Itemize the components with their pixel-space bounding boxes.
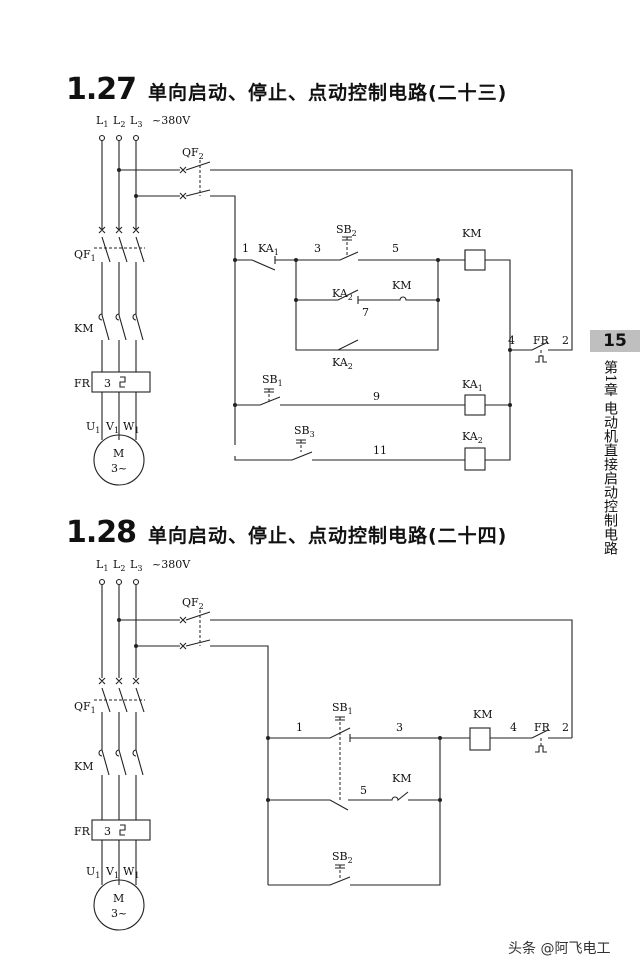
watermark: 头条 @阿飞电工: [508, 941, 611, 957]
section-2-number: 1.28: [66, 515, 137, 550]
svg-text:QF1: QF1: [74, 248, 96, 263]
svg-text:9: 9: [373, 390, 380, 403]
control-circuit-1: 1 KA1 3 SB2 5 KM KA2 7 KM: [233, 223, 573, 471]
terminal-l3: [132, 134, 140, 142]
svg-text:KM: KM: [392, 772, 411, 785]
control-feed-lines: [119, 169, 180, 197]
svg-text:3: 3: [314, 242, 321, 255]
diagram-1-27: L1 L2 L3 ~380V QF2 QF1: [74, 114, 573, 486]
svg-text:L1: L1: [96, 558, 108, 573]
svg-text:4: 4: [508, 334, 515, 347]
km-main-contacts-2: KM: [74, 749, 144, 820]
svg-text:M: M: [113, 447, 124, 460]
svg-text:FR: FR: [533, 334, 550, 347]
svg-text:QF2: QF2: [182, 596, 204, 611]
svg-text:5: 5: [392, 242, 399, 255]
svg-text:SB3: SB3: [294, 424, 315, 439]
control-circuit-2: 1 SB1 3 KM 4 FR 2 5 KM SB2: [266, 701, 572, 886]
svg-text:L1: L1: [96, 114, 108, 129]
motor-1: U1 V1 W1 M 3~: [86, 420, 145, 486]
svg-text:FR: FR: [74, 825, 91, 838]
svg-text:SB1: SB1: [262, 373, 283, 388]
km-main-contacts-1: KM: [74, 313, 144, 372]
motor-2: U1 V1 W1 M 3~: [86, 865, 145, 931]
svg-text:V1: V1: [105, 865, 119, 880]
svg-text:KM: KM: [74, 322, 93, 335]
terminal-l1: [98, 134, 106, 142]
svg-text:KA1: KA1: [258, 242, 279, 257]
section-2-title: 单向启动、停止、点动控制电路(二十四): [148, 525, 508, 547]
section-1-number: 1.27: [66, 72, 137, 107]
svg-text:1: 1: [296, 721, 303, 734]
svg-text:V1: V1: [105, 420, 119, 435]
svg-text:U1: U1: [86, 865, 100, 880]
qf2-breaker-2: QF2: [179, 596, 573, 885]
qf2-breaker: QF2: [179, 146, 573, 445]
svg-text:3: 3: [104, 825, 111, 838]
svg-text:~380V: ~380V: [152, 114, 191, 127]
svg-text:4: 4: [510, 721, 517, 734]
svg-text:KM: KM: [74, 760, 93, 773]
qf1-breaker: QF1: [74, 226, 145, 315]
svg-text:5: 5: [360, 784, 367, 797]
svg-text:SB1: SB1: [332, 701, 353, 716]
power-line-labels-1: L1 L2 L3 ~380V: [96, 114, 191, 129]
svg-text:KM: KM: [462, 227, 481, 240]
terminal-l2: [115, 134, 123, 142]
svg-text:7: 7: [362, 306, 369, 319]
svg-text:L2: L2: [113, 558, 125, 573]
svg-text:L3: L3: [130, 114, 142, 129]
svg-text:~380V: ~380V: [152, 558, 191, 571]
svg-text:3: 3: [396, 721, 403, 734]
svg-text:QF2: QF2: [182, 146, 204, 161]
svg-text:3~: 3~: [111, 907, 127, 920]
svg-text:L3: L3: [130, 558, 142, 573]
svg-text:1: 1: [242, 242, 249, 255]
chapter-side-label: 第1章 电动机直接启动控制电路: [602, 360, 618, 556]
diagram-1-28: L1 L2 L3 ~380V QF2 QF1 KM: [74, 558, 573, 931]
svg-text:SB2: SB2: [336, 223, 357, 238]
svg-text:L2: L2: [113, 114, 125, 129]
svg-text:W1: W1: [123, 865, 139, 880]
svg-text:QF1: QF1: [74, 700, 96, 715]
svg-text:M: M: [113, 892, 124, 905]
svg-text:3: 3: [104, 377, 111, 390]
svg-text:KA1: KA1: [462, 378, 483, 393]
svg-text:SB2: SB2: [332, 850, 353, 865]
qf1-breaker-2: QF1: [74, 677, 145, 750]
svg-text:KM: KM: [392, 279, 411, 292]
svg-text:W1: W1: [123, 420, 139, 435]
power-lines-upper: [101, 140, 137, 230]
fr-thermal-relay-1: FR 3: [74, 371, 151, 440]
svg-text:2: 2: [562, 721, 569, 734]
page-number-tab: 15: [590, 330, 640, 352]
svg-text:3~: 3~: [111, 462, 127, 475]
svg-text:FR: FR: [534, 721, 551, 734]
section-1-title: 单向启动、停止、点动控制电路(二十三): [148, 82, 508, 104]
svg-text:KM: KM: [473, 708, 492, 721]
svg-text:2: 2: [562, 334, 569, 347]
svg-text:FR: FR: [74, 377, 91, 390]
svg-text:11: 11: [373, 444, 387, 457]
power-line-labels-2: L1 L2 L3 ~380V: [96, 558, 191, 573]
svg-text:U1: U1: [86, 420, 100, 435]
svg-text:KA2: KA2: [462, 430, 483, 445]
svg-text:KA2: KA2: [332, 356, 353, 371]
fr-thermal-relay-2: FR 3: [74, 819, 151, 885]
